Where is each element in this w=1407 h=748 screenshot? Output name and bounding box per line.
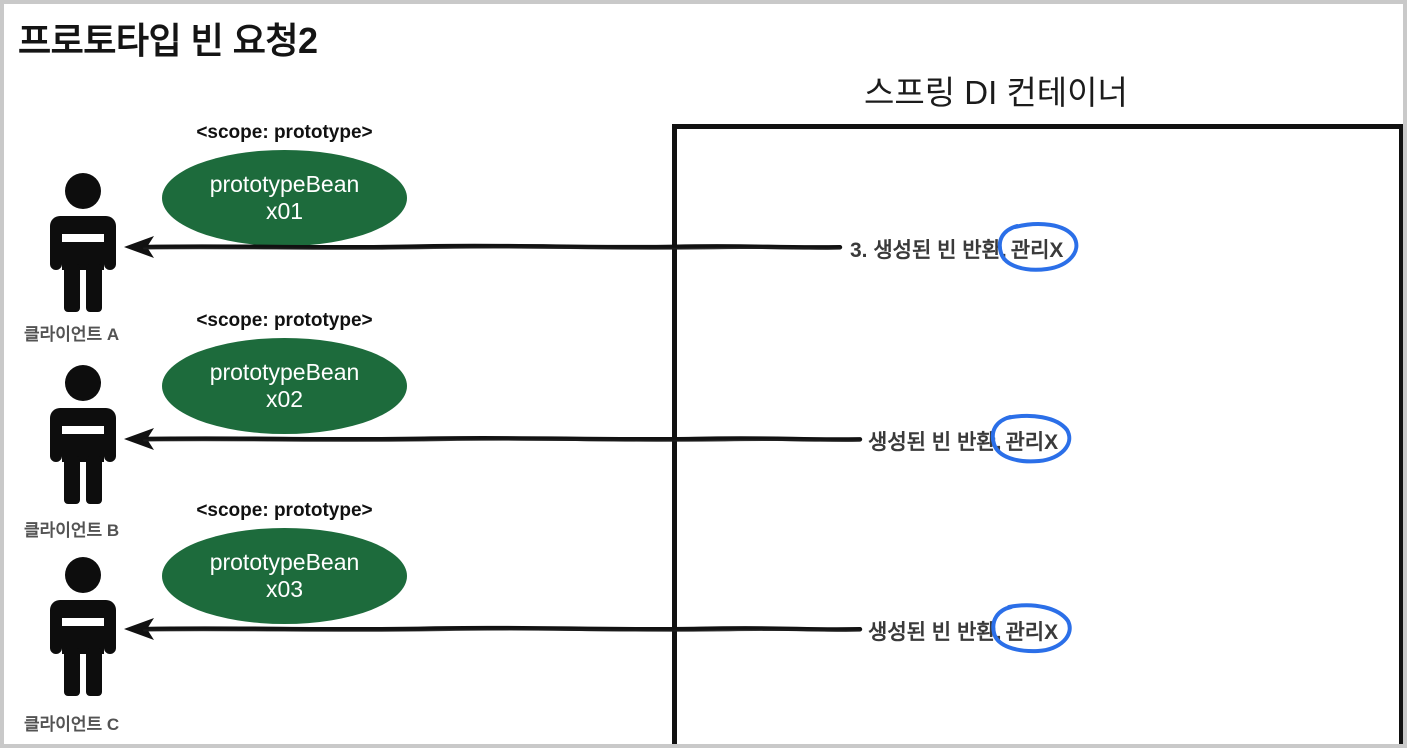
bean-scope-label-3: <scope: prototype> — [196, 500, 373, 521]
bean-ellipse-2: prototypeBean x02 — [162, 338, 407, 434]
arrow-label-1: 3. 생성된 빈 반환,관리X — [850, 222, 1079, 272]
arrow-annotation-text-3: 관리X — [1005, 621, 1059, 644]
client-label-c: 클라이언트 C — [24, 715, 120, 734]
arrow-annotation-text-1: 관리X — [1010, 239, 1064, 262]
arrow-label-text-3: 생성된 빈 반환, — [868, 621, 1002, 644]
bean-id-2: x02 — [265, 386, 304, 412]
bean-ellipse-3: prototypeBean x03 — [162, 528, 407, 624]
di-container-title: 스프링 DI 컨테이너 — [864, 74, 1128, 111]
bean-name-2: prototypeBean — [209, 358, 360, 385]
bean-group-3: <scope: prototype> prototypeBean x03 — [162, 500, 407, 624]
bean-group-1: <scope: prototype> prototypeBean x01 — [162, 122, 407, 246]
client-figure-c — [44, 556, 122, 696]
bean-id-1: x01 — [265, 198, 304, 224]
di-container-box — [672, 124, 1403, 744]
client-figure-b — [44, 364, 122, 504]
bean-scope-label-1: <scope: prototype> — [196, 122, 373, 143]
arrow-label-2: 생성된 빈 반환,관리X — [868, 414, 1072, 464]
arrow-label-text-1: 3. 생성된 빈 반환, — [850, 239, 1007, 262]
client-figure-a — [44, 172, 122, 312]
bean-name-1: prototypeBean — [209, 170, 360, 197]
return-arrow-1 — [114, 232, 844, 262]
client-label-a: 클라이언트 A — [24, 325, 120, 344]
arrow-label-text-2: 생성된 빈 반환, — [868, 431, 1002, 454]
bean-ellipse-1: prototypeBean x01 — [162, 150, 407, 246]
arrow-label-3: 생성된 빈 반환,관리X — [868, 603, 1073, 654]
arrow-annotation-wrap-1: 관리X — [997, 222, 1079, 272]
page-title: 프로토타입 빈 요청2 — [18, 20, 318, 61]
bean-scope-label-2: <scope: prototype> — [196, 310, 373, 331]
arrow-annotation-text-2: 관리X — [1005, 431, 1059, 454]
bean-group-2: <scope: prototype> prototypeBean x02 — [162, 310, 407, 434]
return-arrow-3 — [114, 614, 864, 644]
arrow-annotation-wrap-3: 관리X — [991, 603, 1073, 654]
bean-name-3: prototypeBean — [209, 548, 360, 575]
bean-id-3: x03 — [265, 576, 304, 602]
return-arrow-2 — [114, 424, 864, 454]
arrow-annotation-wrap-2: 관리X — [991, 414, 1072, 464]
client-label-b: 클라이언트 B — [24, 521, 120, 540]
